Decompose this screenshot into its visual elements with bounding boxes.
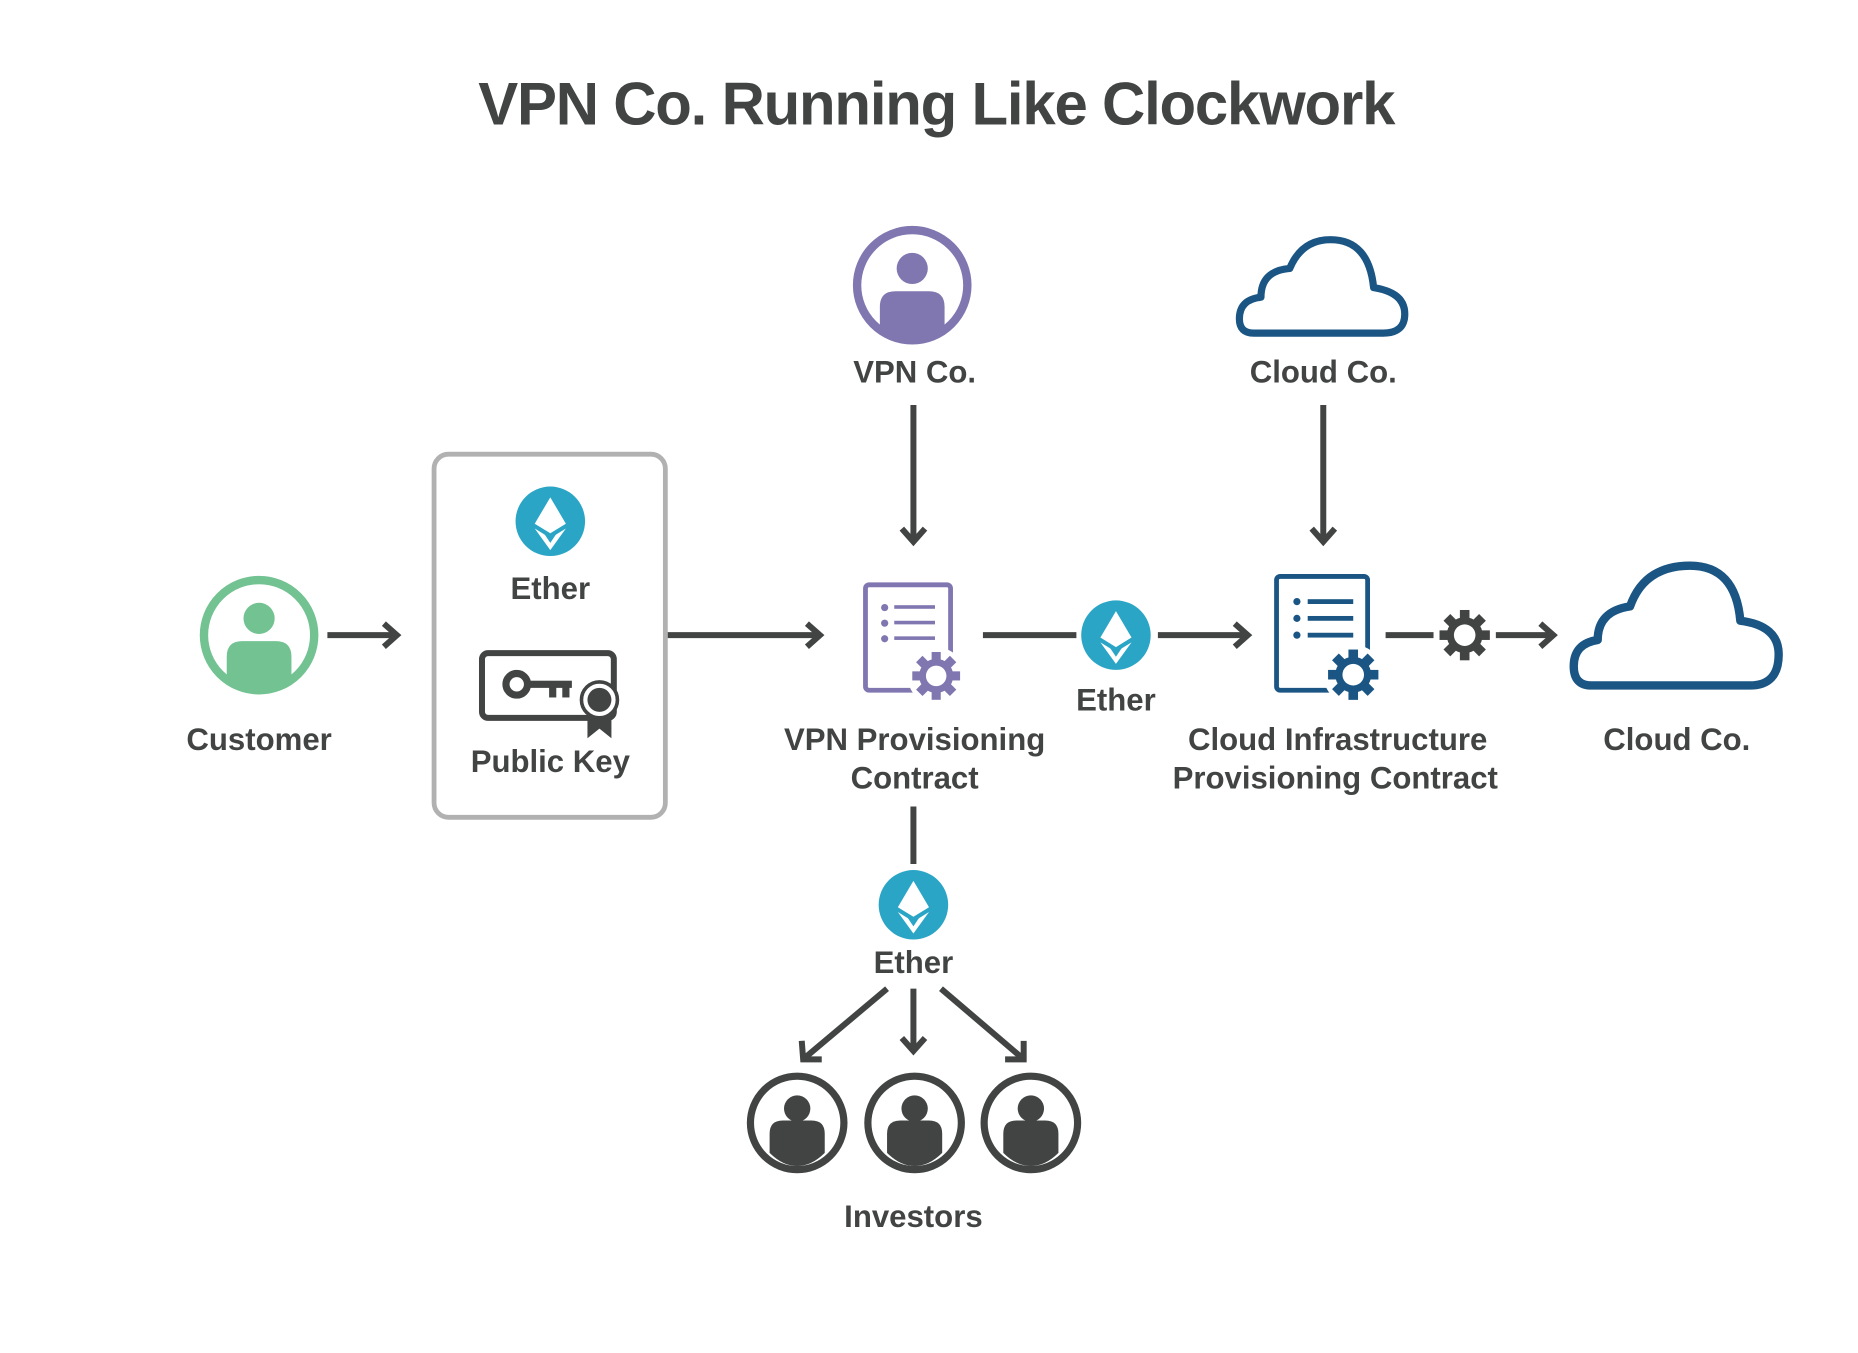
arrow-to-investor-1 [798,986,889,1063]
investor-2-user-icon [864,1072,965,1174]
edge-vpn-to-cloud-contract: Ether [982,600,1253,718]
cloud-co-top-node: Cloud Co. [1235,236,1409,389]
cloud-co-top-label: Cloud Co. [1250,354,1397,389]
bottom-ether-label: Ether [874,945,954,980]
arrow-to-investor-2 [899,988,928,1056]
arrow-cloud-co-to-contract [1309,405,1338,547]
edge-contract-to-cloud [1385,609,1558,661]
gear-icon [912,651,961,700]
cloud-icon [1235,236,1409,337]
arrow-box-to-vpn-contract [667,621,825,649]
arrow-customer-to-box [327,621,402,649]
arrow-vpn-co-to-contract [899,405,928,547]
mid-ether-label: Ether [1076,683,1156,718]
investor-3-user-icon [980,1072,1082,1174]
gear-icon [1439,609,1490,661]
public-key-label: Public Key [471,744,631,779]
vpn-contract-icon [863,582,965,705]
diagram-title: VPN Co. Running Like Clockwork [478,71,1396,138]
cloud-contract-label-line1: Cloud Infrastructure [1188,722,1487,757]
investor-1-user-icon [746,1072,848,1174]
vpn-contract-label-line2: Contract [851,761,979,796]
vpn-co-user-icon [852,225,972,345]
investors-node: Investors [746,1072,1082,1234]
vpn-co-label: VPN Co. [853,354,976,389]
customer-label: Customer [186,722,331,757]
gear-icon [1328,649,1379,700]
ether-icon [1081,600,1151,670]
arrow-to-investor-3 [939,986,1027,1063]
edge-vpn-contract-to-investors: Ether [798,806,1027,1063]
key-certificate-icon [478,650,620,739]
cloud-contract-label-line2: Provisioning Contract [1173,761,1498,796]
cloud-contract-icon [1274,574,1384,705]
payment-box: Ether Public Key [431,451,668,820]
customer-user-icon [199,575,319,695]
cloud-co-right-label: Cloud Co. [1603,722,1750,757]
cloud-co-right-node: Cloud Co. [1569,561,1783,757]
investors-label: Investors [844,1199,982,1234]
vpn-contract-node: VPN Provisioning Contract [784,582,1045,796]
cloud-contract-node: Cloud Infrastructure Provisioning Contra… [1173,574,1498,796]
cloud-icon [1569,561,1783,690]
customer-node: Customer [186,575,332,757]
ether-icon [878,870,949,940]
box-ether-label: Ether [510,571,590,606]
vpn-co-node: VPN Co. [852,225,976,389]
ether-icon [515,486,586,557]
vpn-contract-label-line1: VPN Provisioning [784,722,1045,757]
